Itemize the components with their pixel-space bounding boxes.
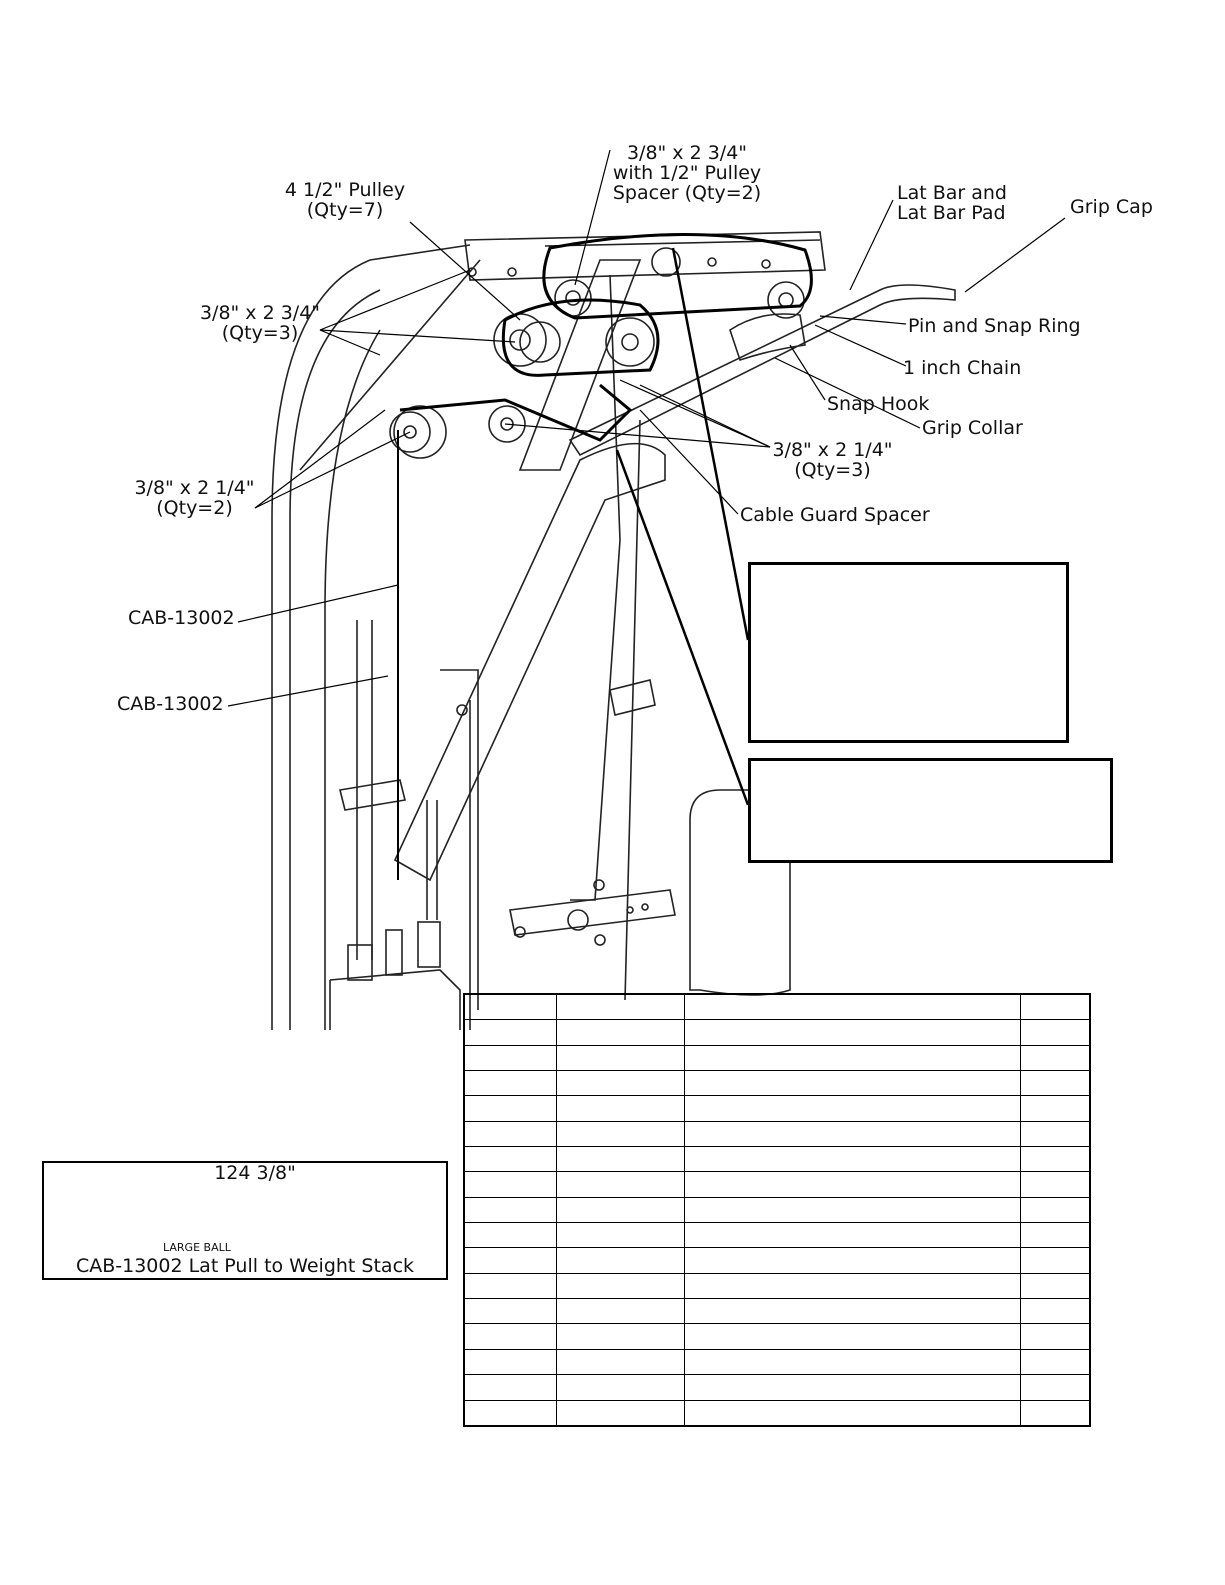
label-line: Lat Bar and: [897, 182, 1007, 204]
annotation-box-lower: [748, 758, 1113, 863]
label-pulley-4-5: 4 1/2" Pulley (Qty=7): [275, 180, 415, 220]
label-line: (Qty=3): [794, 459, 871, 481]
label-cable-guard-spacer: Cable Guard Spacer: [740, 504, 930, 526]
table-row: [463, 993, 1091, 1021]
cable-lower-run: [399, 383, 633, 442]
label-bolt-left-qty3: 3/8" x 2 3/4" (Qty=3): [195, 303, 325, 343]
label-line: 3/8" x 2 3/4": [199, 302, 321, 324]
label-line: Spacer (Qty=2): [612, 182, 762, 204]
leader-long-1: [671, 247, 750, 641]
label-cable-upper: CAB-13002: [128, 607, 235, 629]
label-cable-lower: CAB-13002: [117, 693, 224, 715]
inset-length: 124 3/8": [214, 1162, 296, 1184]
label-line: 3/8" x 2 3/4": [626, 142, 748, 164]
label-chain: 1 inch Chain: [903, 357, 1022, 379]
weight-stack: [329, 969, 461, 1030]
label-pin-snap-ring: Pin and Snap Ring: [908, 315, 1081, 337]
table-row: [463, 1348, 1091, 1376]
center-column: [518, 259, 642, 471]
table-row: [463, 1323, 1091, 1350]
label-line: with 1/2" Pulley: [612, 162, 762, 184]
label-lat-bar: Lat Bar and Lat Bar Pad: [897, 183, 1007, 223]
table-row: [463, 1272, 1091, 1300]
label-line: 4 1/2" Pulley: [284, 179, 406, 201]
table-row: [463, 1247, 1091, 1274]
table-row: [463, 1095, 1091, 1122]
table-row: [463, 1171, 1091, 1198]
table-row: [463, 1374, 1091, 1401]
cable-inset: [42, 1161, 448, 1280]
label-line: (Qty=7): [306, 199, 384, 221]
label-snap-hook: Snap Hook: [827, 393, 930, 415]
table-row: [463, 1019, 1091, 1046]
front-arm: [393, 442, 666, 882]
table-row: [463, 1196, 1091, 1224]
parts-table: [463, 993, 1091, 1427]
label-bolt-left-qty2: 3/8" x 2 1/4" (Qty=2): [132, 478, 257, 518]
leader-long-2: [615, 449, 750, 806]
label-line: Lat Bar Pad: [897, 202, 1006, 224]
label-bolt-right-qty3: 3/8" x 2 1/4" (Qty=3): [770, 440, 895, 480]
table-row: [463, 1044, 1091, 1072]
inset-caption: CAB-13002 Lat Pull to Weight Stack: [75, 1255, 415, 1277]
annotation-box-upper: [748, 562, 1069, 743]
lat-bar: [568, 284, 956, 457]
parts-table-body: [463, 993, 1091, 1427]
table-row: [463, 1120, 1091, 1148]
cable-loop-top: [542, 232, 813, 320]
table-row: [463, 1070, 1091, 1097]
table-row: [463, 1298, 1091, 1325]
label-line: 3/8" x 2 1/4": [772, 439, 893, 461]
label-bolt-top: 3/8" x 2 3/4" with 1/2" Pulley Spacer (Q…: [597, 143, 777, 203]
top-beam: [464, 231, 826, 281]
frame-left-upright: [271, 244, 471, 1030]
label-grip-cap: Grip Cap: [1070, 196, 1153, 218]
table-row: [463, 1222, 1091, 1249]
label-line: (Qty=3): [221, 322, 299, 344]
cable-loop-mid: [501, 298, 660, 377]
table-row: [463, 1399, 1091, 1427]
label-line: 3/8" x 2 1/4": [134, 477, 255, 499]
table-row: [463, 1146, 1091, 1173]
inset-ball-label: LARGE BALL: [163, 1241, 231, 1254]
label-grip-collar: Grip Collar: [922, 417, 1023, 439]
label-line: (Qty=2): [156, 497, 233, 519]
